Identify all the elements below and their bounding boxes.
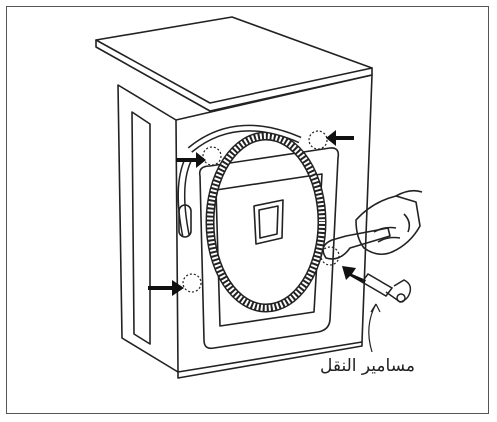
caption-leader-line [369, 304, 376, 352]
bolt-position-top-left [203, 147, 221, 165]
arrow-top-left [176, 152, 206, 168]
washer-side-panel [118, 85, 178, 372]
washer-back-panel [176, 75, 372, 372]
bolt-position-top-right [309, 131, 327, 149]
bolt-position-bottom-left [183, 274, 201, 292]
wrench-hand-icon [323, 191, 422, 259]
arrow-top-right [326, 130, 354, 146]
transport-bolt-icon [362, 274, 410, 302]
washer-top-panel [96, 17, 372, 103]
transport-bolts-caption: مسامير النقل [320, 356, 415, 376]
arrow-bottom-left [148, 280, 184, 296]
